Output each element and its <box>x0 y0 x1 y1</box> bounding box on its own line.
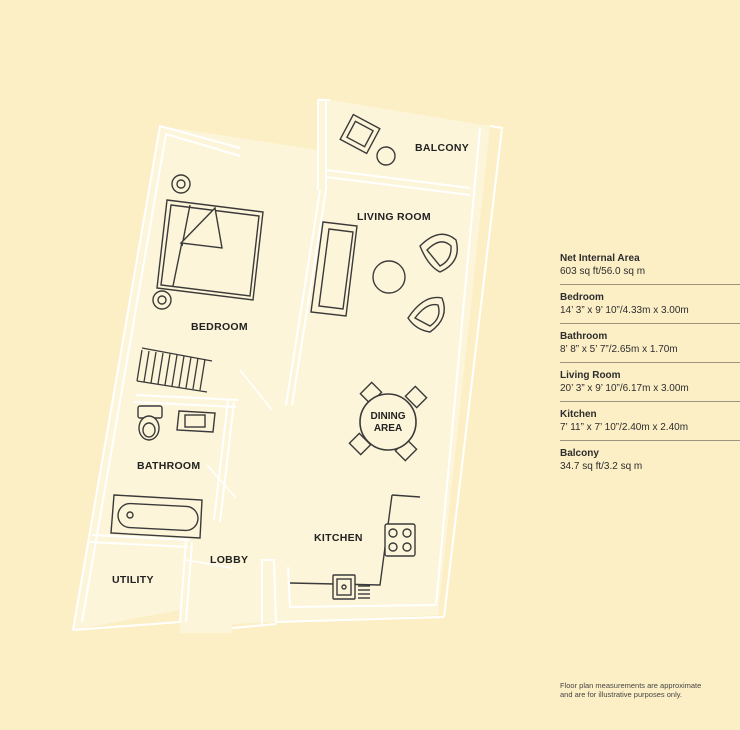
room-label-balcony: BALCONY <box>415 142 470 154</box>
dining-label-line2: AREA <box>373 423 403 434</box>
room-label-bedroom: BEDROOM <box>191 321 248 333</box>
room-label-bathroom: BATHROOM <box>137 460 201 472</box>
spec-value: 603 sq ft/56.0 sq m <box>560 266 646 277</box>
spec-title: Net Internal Area <box>560 253 640 264</box>
room-label-kitchen: KITCHEN <box>314 532 363 544</box>
area-specifications: Net Internal Area 603 sq ft/56.0 sq m Be… <box>560 246 740 479</box>
dining-table <box>359 393 417 451</box>
armchairs <box>407 233 458 333</box>
spec-row: Net Internal Area 603 sq ft/56.0 sq m <box>560 246 740 285</box>
room-label-lobby: LOBBY <box>210 554 249 566</box>
room-label-living-room: LIVING ROOM <box>357 211 431 223</box>
balcony-table <box>376 146 396 166</box>
disclaimer-line1: Floor plan measurements are approximate <box>560 681 702 690</box>
room-label-dining-area: DINING AREA <box>366 411 410 435</box>
balcony-chair <box>339 113 381 155</box>
toilet <box>137 405 163 441</box>
spec-value: 34.7 sq ft/3.2 sq m <box>560 461 643 472</box>
coffee-table <box>372 260 406 294</box>
spec-title: Bathroom <box>560 331 608 342</box>
spec-row: Living Room 20’ 3” x 9’ 10”/6.17m x 3.00… <box>560 363 740 402</box>
spec-row: Balcony 34.7 sq ft/3.2 sq m <box>560 441 740 479</box>
room-label-utility: UTILITY <box>112 574 154 586</box>
spec-row: Bedroom 14’ 3” x 9’ 10”/4.33m x 3.00m <box>560 285 740 324</box>
apartment-outline <box>72 98 504 633</box>
wardrobe <box>136 347 213 393</box>
bedside-tables <box>152 174 191 310</box>
dining-label-line1: DINING <box>370 411 406 422</box>
hob <box>384 523 416 557</box>
bathtub <box>110 494 203 539</box>
spec-value: 7’ 11” x 7’ 10”/2.40m x 2.40m <box>560 422 689 433</box>
sink <box>176 410 216 433</box>
disclaimer-line2: and are for illustrative purposes only. <box>560 690 683 699</box>
spec-title: Living Room <box>560 370 621 381</box>
kitchen-sink <box>332 574 370 600</box>
spec-row: Bathroom 8’ 8” x 5’ 7”/2.65m x 1.70m <box>560 324 740 363</box>
spec-value: 14’ 3” x 9’ 10”/4.33m x 3.00m <box>560 305 689 316</box>
sofa <box>310 221 358 317</box>
spec-title: Kitchen <box>560 409 597 420</box>
spec-title: Balcony <box>560 448 599 459</box>
spec-title: Bedroom <box>560 292 604 303</box>
bed <box>156 199 264 301</box>
spec-row: Kitchen 7’ 11” x 7’ 10”/2.40m x 2.40m <box>560 402 740 441</box>
spec-value: 20’ 3” x 9’ 10”/6.17m x 3.00m <box>560 383 689 394</box>
spec-value: 8’ 8” x 5’ 7”/2.65m x 1.70m <box>560 344 678 355</box>
disclaimer-note: Floor plan measurements are approximate … <box>560 681 735 699</box>
